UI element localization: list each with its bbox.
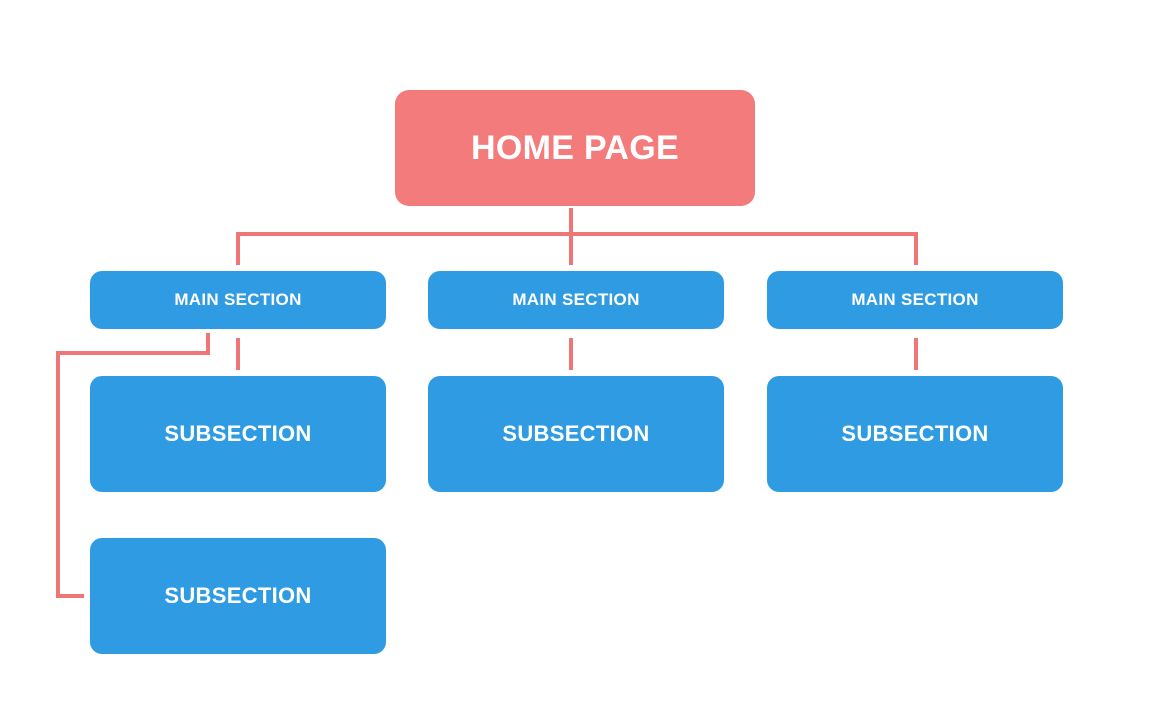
subsection-node: SUBSECTION xyxy=(90,538,386,654)
subsection-node: SUBSECTION xyxy=(90,376,386,492)
subsection-label: SUBSECTION xyxy=(164,583,312,608)
main-section-label: MAIN SECTION xyxy=(174,290,302,309)
elbow-line-to-sub-4 xyxy=(56,333,210,598)
main-section-label: MAIN SECTION xyxy=(851,290,979,309)
main-section-label: MAIN SECTION xyxy=(512,290,640,309)
subsection-label: SUBSECTION xyxy=(841,421,989,446)
subsection-node: SUBSECTION xyxy=(767,376,1063,492)
main-section-node: MAIN SECTION xyxy=(767,271,1063,329)
subsection-node: SUBSECTION xyxy=(428,376,724,492)
subsection-label: SUBSECTION xyxy=(502,421,650,446)
home-page-node: HOME PAGE xyxy=(395,90,755,206)
home-page-label: HOME PAGE xyxy=(471,128,679,167)
main-section-node: MAIN SECTION xyxy=(90,271,386,329)
main-section-node: MAIN SECTION xyxy=(428,271,724,329)
subsection-label: SUBSECTION xyxy=(164,421,312,446)
